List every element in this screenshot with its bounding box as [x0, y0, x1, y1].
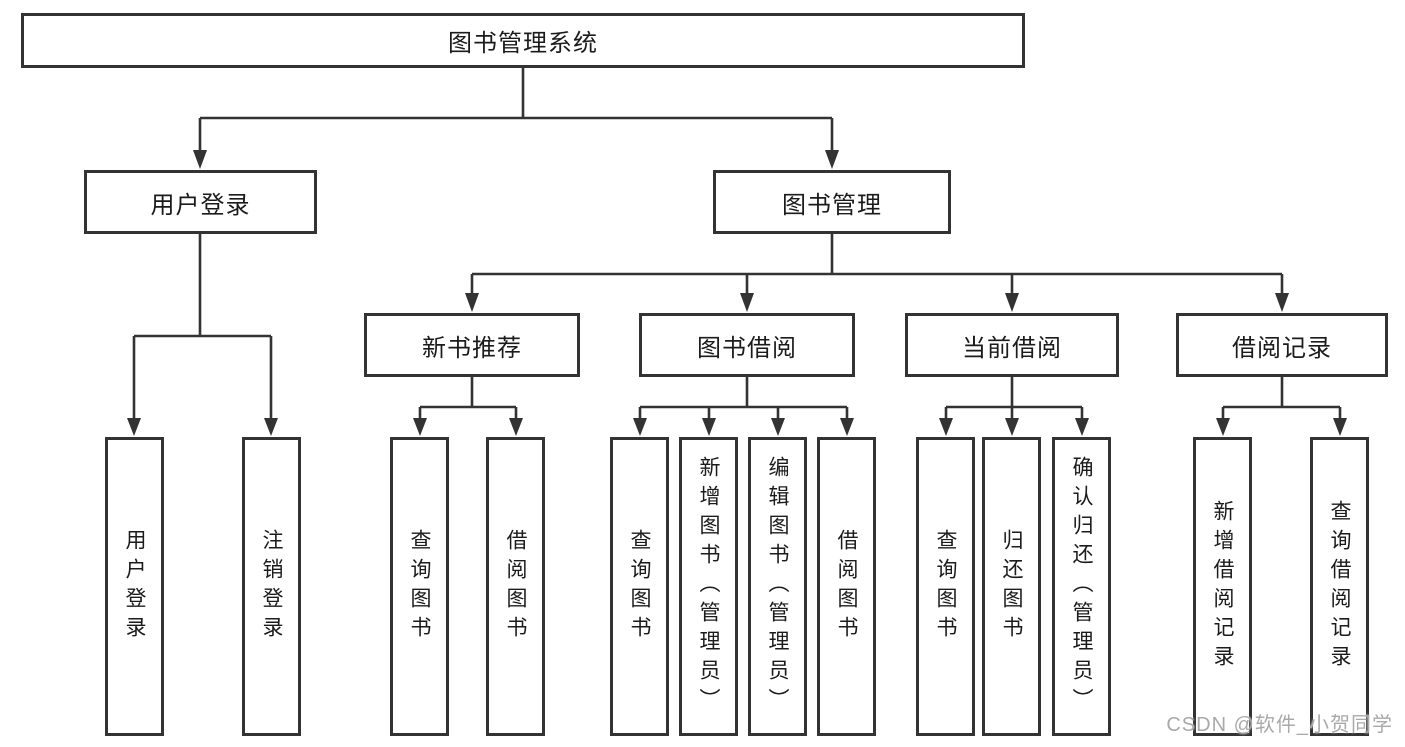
node-label: 借阅图书 — [835, 528, 858, 645]
leaf-return-books: 归还图书 — [982, 437, 1041, 736]
leaf-logout: 注销登录 — [242, 437, 301, 736]
node-label: 归还图书 — [1000, 528, 1023, 645]
leaf-rec-borrow-books: 借阅图书 — [486, 437, 545, 736]
node-label: 查询图书 — [628, 528, 651, 645]
leaf-user-login: 用户登录 — [105, 437, 164, 736]
leaf-add-borrow-record: 新增借阅记录 — [1193, 437, 1252, 736]
node-label: 新书推荐 — [422, 334, 522, 362]
node-root-library-system: 图书管理系统 — [21, 13, 1025, 68]
node-borrowing-records: 借阅记录 — [1176, 313, 1388, 377]
node-label: 查询借阅记录 — [1328, 499, 1351, 674]
node-new-book-recommend: 新书推荐 — [364, 313, 580, 377]
node-label: 编辑图书（管理员） — [766, 456, 789, 717]
node-current-borrowing: 当前借阅 — [905, 313, 1119, 377]
node-label: 新增借阅记录 — [1211, 499, 1234, 674]
leaf-query-borrow-record: 查询借阅记录 — [1310, 437, 1369, 736]
leaf-borrow-books: 借阅图书 — [817, 437, 876, 736]
node-label: 图书管理系统 — [448, 30, 598, 57]
leaf-add-books-admin: 新增图书（管理员） — [679, 437, 738, 736]
leaf-rec-query-books: 查询图书 — [390, 437, 449, 736]
node-label: 图书管理 — [782, 191, 882, 219]
node-book-borrowing: 图书借阅 — [639, 313, 855, 377]
csdn-watermark: CSDN @软件_小贺同学 — [1166, 714, 1393, 736]
node-book-management: 图书管理 — [713, 170, 951, 234]
node-label: 用户登录 — [150, 191, 251, 219]
node-label: 用户登录 — [123, 528, 146, 645]
node-label: 确认归还（管理员） — [1070, 456, 1093, 717]
node-label: 借阅记录 — [1232, 334, 1332, 362]
node-label: 注销登录 — [260, 528, 283, 645]
leaf-current-query-books: 查询图书 — [916, 437, 975, 736]
node-label: 新增图书（管理员） — [697, 456, 720, 717]
node-label: 图书借阅 — [697, 334, 797, 362]
node-label: 当前借阅 — [962, 334, 1062, 362]
node-label: 查询图书 — [934, 528, 957, 645]
node-label: 查询图书 — [408, 528, 431, 645]
leaf-confirm-return-admin: 确认归还（管理员） — [1052, 437, 1111, 736]
leaf-borrow-query-books: 查询图书 — [610, 437, 669, 736]
leaf-edit-books-admin: 编辑图书（管理员） — [748, 437, 807, 736]
node-user-login: 用户登录 — [84, 170, 317, 234]
node-label: 借阅图书 — [504, 528, 527, 645]
